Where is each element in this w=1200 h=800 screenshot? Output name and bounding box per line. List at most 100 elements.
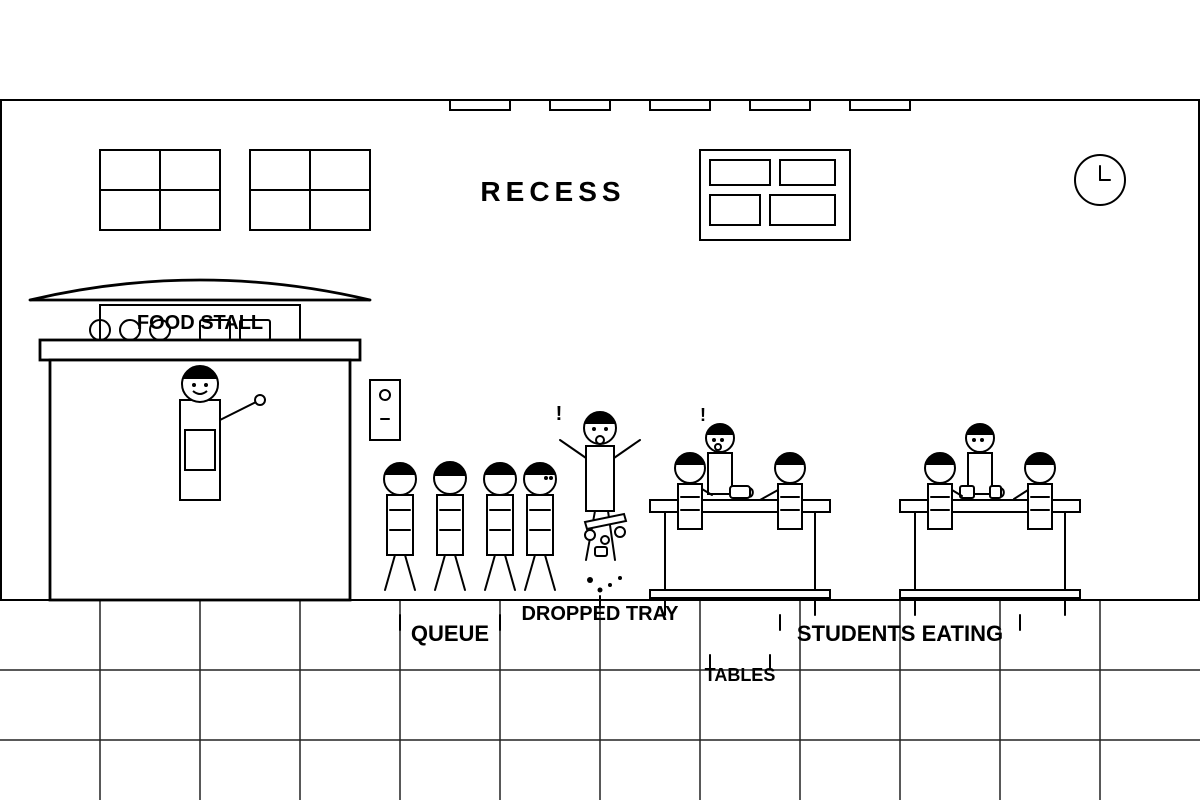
table-2-group (899, 423, 1081, 616)
floor-grid (0, 600, 1200, 800)
right-leg (504, 554, 516, 591)
queue-student-2 (433, 461, 467, 591)
hair (1025, 452, 1055, 465)
spilled-crumb (587, 577, 593, 583)
stall-sign-text: FOOD STALL (137, 312, 263, 334)
hair (584, 411, 616, 424)
open-mouth (595, 435, 605, 445)
left-leg (434, 554, 446, 591)
ceiling-light (849, 99, 911, 111)
exclamation-mark: ! (556, 403, 563, 425)
stall-vendor (179, 365, 266, 501)
arm (759, 489, 779, 501)
lunch-box-icon (959, 485, 975, 499)
torso (526, 494, 554, 556)
table-1-group: ! (649, 405, 831, 616)
board-notice (779, 159, 836, 186)
arm (1013, 489, 1029, 500)
hair (925, 452, 955, 465)
vendor-eye (204, 383, 208, 387)
table-2-left-student (924, 452, 963, 530)
falling-food-icon (594, 546, 608, 557)
cup-body (729, 485, 751, 499)
falling-food-icon (614, 526, 626, 538)
label-students-eating: STUDENTS EATING (797, 621, 1003, 646)
queue-student-1 (383, 462, 417, 591)
cup-handle (1000, 487, 1005, 498)
exclamation-mark: ! (700, 405, 706, 425)
eye (549, 476, 553, 480)
eye (604, 427, 608, 431)
table-1-back-student: ! (700, 405, 735, 495)
eye (720, 438, 724, 442)
board-notice (709, 194, 761, 226)
hair (484, 462, 516, 475)
table-1-right-student (759, 452, 806, 530)
window-left (99, 149, 221, 231)
label-queue: QUEUE (411, 621, 489, 646)
wall-dispenser (369, 379, 401, 441)
vendor-arm (219, 401, 257, 421)
hair (434, 462, 466, 476)
dropped-tray-student: ! (556, 403, 641, 609)
queue-student-4 (523, 462, 557, 591)
label-dropped-tray: DROPPED TRAY (521, 603, 679, 625)
dispenser-button (379, 389, 391, 401)
right-leg (544, 554, 556, 591)
raised-left-arm (559, 439, 587, 459)
ceiling-lights (449, 99, 911, 111)
table-2 (899, 499, 1081, 616)
torso (777, 483, 803, 530)
torso (436, 494, 464, 556)
vendor-smile (192, 390, 208, 395)
spilled-crumb (618, 576, 622, 580)
hair (775, 452, 805, 465)
falling-tray (583, 512, 628, 531)
queue-of-students (383, 461, 557, 591)
vendor-hair (182, 365, 218, 379)
right-leg (404, 554, 416, 591)
torso (386, 494, 414, 556)
torso (1027, 483, 1053, 530)
board-notice (709, 159, 771, 186)
table-1-left-student (674, 452, 713, 530)
hair (384, 462, 416, 475)
left-leg (524, 554, 536, 591)
falling-food-icon (600, 535, 610, 545)
table-base (899, 589, 1081, 599)
scene-labels: QUEUE DROPPED TRAY STUDENTS EATING TABLE… (399, 603, 1021, 685)
torso (707, 452, 733, 495)
open-mouth (714, 443, 722, 451)
table-2-cup-icon (989, 485, 1005, 499)
scene-title: RECESS (480, 176, 625, 207)
table-base (649, 589, 831, 599)
cup-body (989, 485, 1002, 499)
bulletin-board (699, 149, 851, 241)
window-right (249, 149, 371, 231)
left-leg (484, 554, 496, 591)
torso (927, 483, 953, 530)
left-leg (384, 554, 396, 591)
vendor-eye (192, 383, 196, 387)
torso (486, 494, 514, 556)
raised-right-arm (613, 439, 641, 459)
ceiling-light (449, 99, 511, 111)
ceiling-light (649, 99, 711, 111)
queue-student-3 (483, 462, 517, 591)
ceiling-light (549, 99, 611, 111)
eye (544, 476, 548, 480)
stall-counter (38, 338, 362, 362)
stall-awning (29, 278, 371, 302)
falling-food-icon (584, 529, 596, 541)
arm (951, 489, 963, 497)
table-2-right-student (1013, 452, 1056, 530)
torso (585, 445, 615, 512)
spilled-crumb (608, 583, 612, 587)
hair (966, 423, 994, 435)
spilled-crumb (597, 587, 603, 593)
eye (712, 438, 716, 442)
ceiling-light (749, 99, 811, 111)
wall-clock-icon (1074, 154, 1126, 206)
cup-handle (749, 487, 754, 498)
